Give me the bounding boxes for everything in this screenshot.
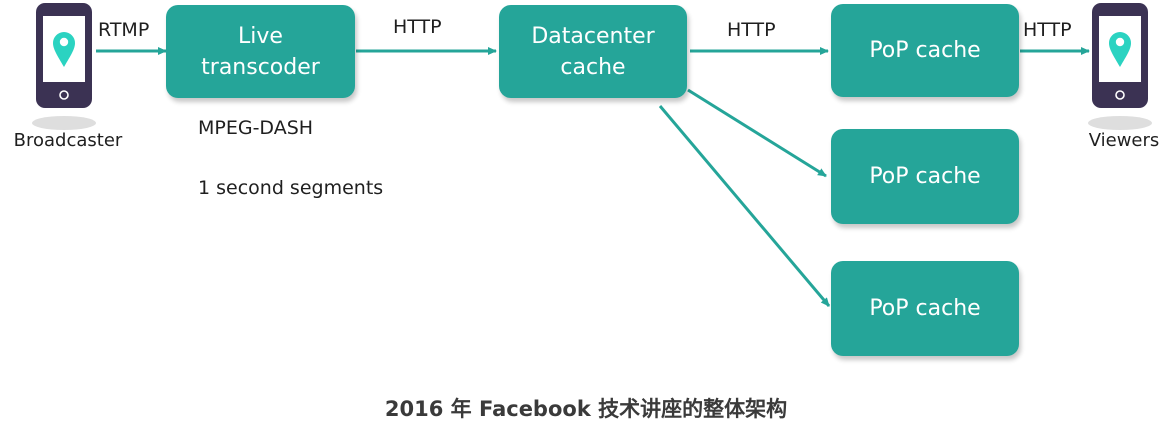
smartphone-icon	[32, 3, 96, 130]
edge-label-http-datacenter: HTTP	[393, 16, 442, 38]
pop-cache-node-2: PoP cache	[831, 129, 1019, 224]
viewers-label: Viewers	[1088, 130, 1160, 151]
figure-caption: 2016 年 Facebook 技术讲座的整体架构	[384, 397, 788, 421]
edge-label-http-pop: HTTP	[727, 19, 776, 41]
annotation-mpeg-dash: MPEG-DASH	[198, 117, 314, 139]
edge-label-http-viewers: HTTP	[1023, 19, 1072, 41]
arrow-datacenter-to-pop-3	[658, 105, 831, 307]
broadcaster-label: Broadcaster	[13, 130, 123, 151]
live-transcoder-node: Live transcoder	[166, 5, 355, 98]
pop-cache-node-1: PoP cache	[831, 4, 1019, 97]
edge-label-rtmp: RTMP	[98, 19, 150, 41]
annotation-segments: 1 second segments	[198, 177, 384, 199]
location-pin-icon	[53, 32, 75, 67]
location-pin-icon	[1109, 32, 1131, 67]
datacenter-cache-node: Datacenter cache	[499, 5, 687, 98]
pop-cache-node-3: PoP cache	[831, 261, 1019, 356]
arrow-datacenter-to-pop-2	[687, 88, 827, 178]
smartphone-icon	[1088, 3, 1152, 130]
